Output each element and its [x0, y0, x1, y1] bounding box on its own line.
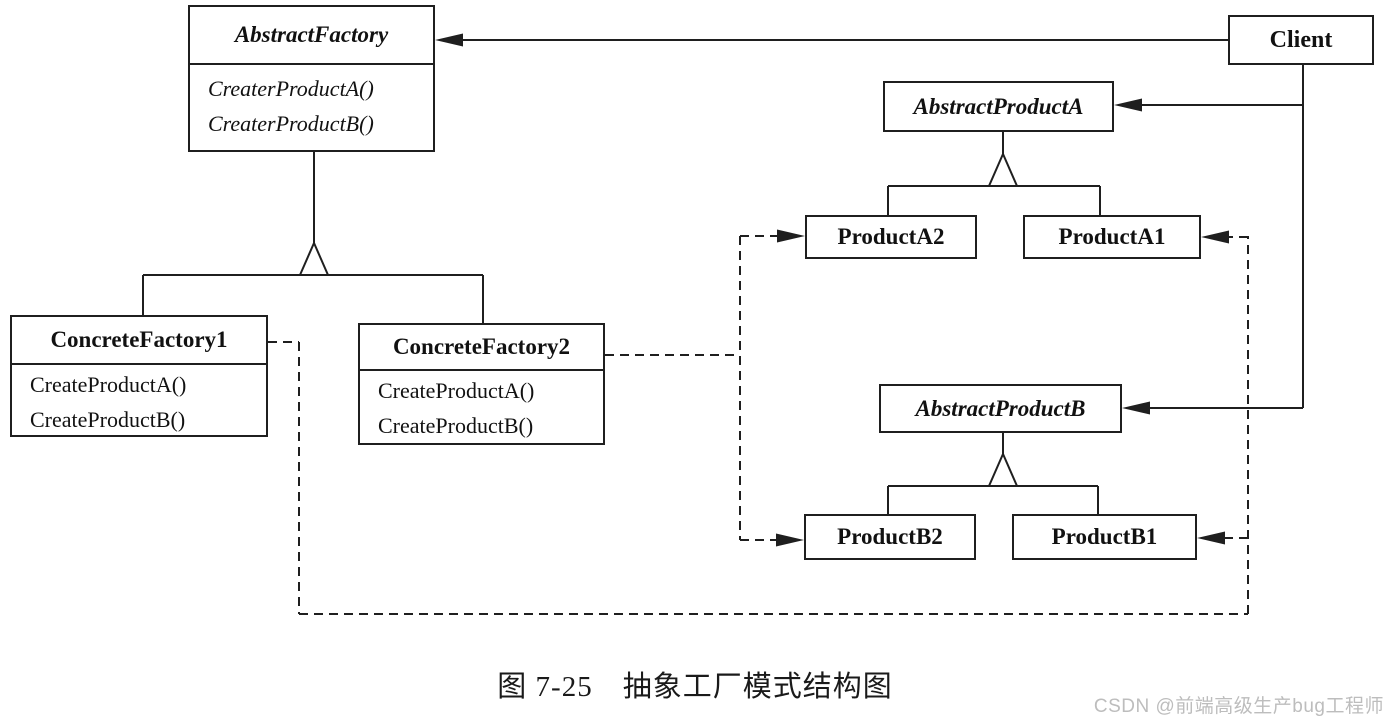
class-name-product-b2: ProductB2 — [837, 524, 943, 549]
concretefactory2-dependency-route — [605, 236, 741, 540]
arrowhead-into-producta1 — [1201, 230, 1229, 244]
class-box-product-b2: ProductB2 — [804, 514, 976, 560]
arrowhead-into-producta2 — [777, 229, 805, 243]
class-box-concrete-factory1: ConcreteFactory1 CreateProductA() Create… — [10, 315, 268, 437]
figure-caption: 图 7-25 抽象工厂模式结构图 — [497, 671, 893, 703]
method-item: CreaterProductB() — [208, 111, 374, 136]
csdn-watermark: CSDN @前端高级生产bug工程师 — [1093, 696, 1384, 717]
class-box-client: Client — [1228, 15, 1374, 65]
class-box-abstract-factory: AbstractFactory CreaterProductA() Create… — [188, 5, 435, 152]
class-name-abstract-product-a: AbstractProductA — [913, 93, 1084, 119]
arrowhead-into-abstractproducta — [1114, 98, 1142, 112]
class-box-abstract-product-b: AbstractProductB — [879, 384, 1122, 433]
arrowhead-into-abstractproductb — [1122, 401, 1150, 415]
inheritance-triangle-productb — [987, 451, 1019, 487]
method-list-concrete-factory2: CreateProductA() CreateProductB() — [360, 369, 603, 443]
class-name-product-b1: ProductB1 — [1051, 524, 1158, 549]
inheritance-triangle-factories — [298, 240, 330, 276]
arrowhead-into-abstractfactory — [435, 33, 463, 47]
class-name-product-a1: ProductA1 — [1058, 224, 1166, 249]
method-item: CreateProductB() — [378, 413, 534, 438]
class-box-product-a1: ProductA1 — [1023, 215, 1201, 259]
class-box-abstract-product-a: AbstractProductA — [883, 81, 1114, 132]
productb-connector — [887, 485, 1099, 514]
method-list-abstract-factory: CreaterProductA() CreaterProductB() — [190, 63, 433, 141]
method-item: CreateProductA() — [30, 372, 187, 397]
method-item: CreaterProductA() — [208, 76, 374, 101]
class-name-concrete-factory1: ConcreteFactory1 — [50, 327, 228, 352]
class-name-concrete-factory2: ConcreteFactory2 — [392, 334, 571, 359]
class-box-product-b1: ProductB1 — [1012, 514, 1197, 560]
arrowhead-into-productb1 — [1197, 531, 1225, 545]
method-item: CreateProductA() — [378, 378, 535, 403]
class-name-product-a2: ProductA2 — [837, 224, 945, 249]
method-item: CreateProductB() — [30, 407, 186, 432]
arrowhead-into-productb2 — [776, 533, 804, 547]
method-list-concrete-factory1: CreateProductA() CreateProductB() — [12, 363, 266, 437]
inheritance-triangle-producta — [987, 151, 1019, 187]
class-name-client: Client — [1269, 26, 1333, 53]
class-box-concrete-factory2: ConcreteFactory2 CreateProductA() Create… — [358, 323, 605, 445]
class-name-abstract-product-b: AbstractProductB — [915, 395, 1086, 421]
producta-connector — [887, 185, 1101, 215]
class-name-abstract-factory: AbstractFactory — [234, 22, 389, 47]
class-box-product-a2: ProductA2 — [805, 215, 977, 259]
